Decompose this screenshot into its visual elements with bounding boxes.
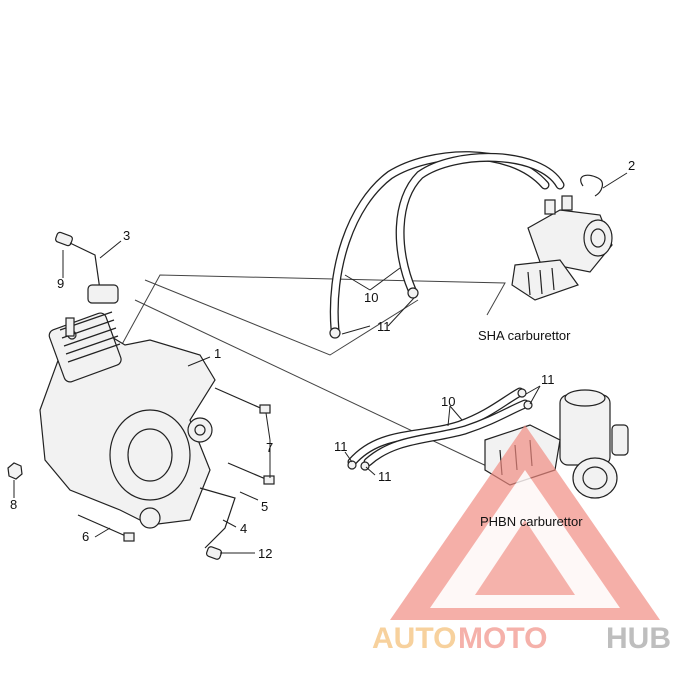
nut-8: [7, 462, 23, 480]
callout-10-mid: 10: [441, 394, 455, 409]
callout-11-left: 11: [334, 439, 348, 454]
callout-9: 9: [57, 276, 64, 291]
callout-4: 4: [240, 521, 247, 536]
callout-11-right: 11: [541, 372, 555, 387]
callout-11-low: 11: [378, 469, 392, 484]
sha-carburettor: [511, 195, 613, 301]
caption-sha-carburettor: SHA carburettor: [478, 328, 571, 343]
callout-12: 12: [258, 546, 272, 561]
kickstart-lever: [199, 487, 236, 560]
callout-5: 5: [261, 499, 268, 514]
callout-3: 3: [123, 228, 130, 243]
caption-phbn-carburettor: PHBN carburettor: [480, 514, 583, 529]
bolt-6: [77, 514, 135, 542]
watermark-hub: HUB: [606, 622, 671, 655]
watermark-logo: AUTO MOTO HUB: [372, 425, 671, 655]
callout-6: 6: [82, 529, 89, 544]
engine-block: [39, 311, 216, 529]
clip-2: [580, 174, 604, 197]
callout-1: 1: [214, 346, 221, 361]
phbn-hoses: [347, 387, 533, 471]
leader-lines: [13, 172, 628, 554]
callout-numbers: 1 2 3 4 5 6 7 8 9 10 10 11 11 11 11 12: [10, 158, 635, 561]
watermark-moto: MOTO: [458, 622, 547, 655]
callout-2: 2: [628, 158, 635, 173]
bolts-7: [214, 387, 275, 485]
sha-hoses: [329, 151, 565, 339]
watermark-auto: AUTO: [372, 622, 456, 655]
throttle-lever: [55, 231, 119, 304]
callout-8: 8: [10, 497, 17, 512]
callout-7: 7: [266, 440, 273, 455]
callout-11-top: 11: [377, 319, 391, 334]
callout-10-top: 10: [364, 290, 378, 305]
